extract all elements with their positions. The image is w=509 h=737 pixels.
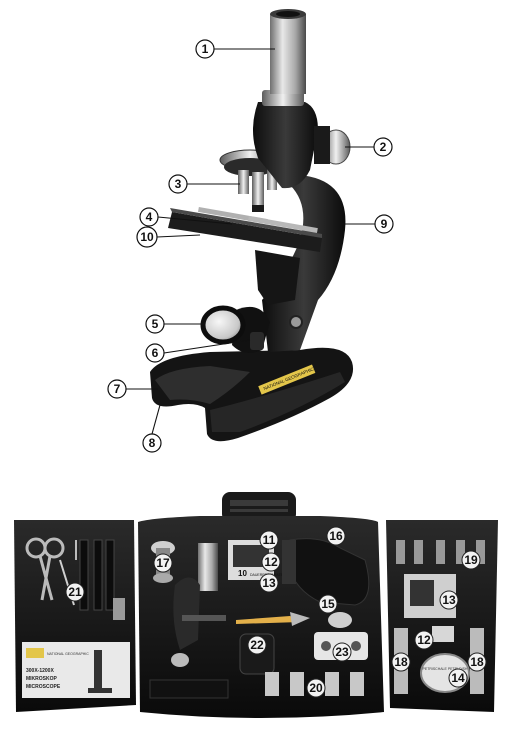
callout-18-right: 18 [470,655,484,669]
box-line2-text: MIKROSKOP [26,676,58,682]
callout-9: 9 [381,217,388,231]
case-callouts: 11 16 17 12 13 21 15 22 23 20 19 13 12 1… [65,526,487,698]
box-line1-text: 300X-1200X [26,668,54,674]
callout-19: 19 [464,553,478,567]
callout-14: 14 [451,671,465,685]
callout-8: 8 [149,436,156,450]
callout-17: 17 [156,556,170,570]
case-illustration: NATIONAL GEOGRAPHIC 300X-1200X MIKROSKOP… [14,492,498,718]
card-number-text: 10 [238,569,247,578]
callout-6: 6 [152,346,159,360]
callout-20: 20 [309,681,323,695]
microscope-callouts: 1 2 3 4 10 9 5 6 7 8 [107,39,394,453]
brand-badge [258,364,316,395]
callout-12-right: 12 [417,633,431,647]
callout-3: 3 [175,177,182,191]
microscope-arm [262,175,346,352]
callout-4: 4 [146,210,153,224]
callout-2: 2 [380,140,387,154]
objective-3 [267,168,277,190]
microscope-illustration: NATIONAL GEOGRAPHIC [150,9,354,442]
callout-22: 22 [250,638,264,652]
callout-16: 16 [329,529,343,543]
petri-dish-text: PETRISCHALE PETRI DISH [423,667,468,671]
mirror [200,305,246,345]
callout-15: 15 [321,597,335,611]
callout-12: 12 [264,555,278,569]
callout-13-right: 13 [442,593,456,607]
box-line3-text: MICROSCOPE [26,684,61,690]
callout-5: 5 [152,317,159,331]
callout-21: 21 [68,585,82,599]
callout-13: 13 [262,576,276,590]
eyepiece-tube [270,14,306,94]
objective-2 [252,172,264,212]
box-brand-text: NATIONAL GEOGRAPHIC [47,652,89,656]
callout-1: 1 [202,42,209,56]
callout-18-left: 18 [394,655,408,669]
callout-10: 10 [140,230,154,244]
objective-1 [238,170,249,194]
callout-11: 11 [263,533,276,547]
callout-23: 23 [335,645,349,659]
case-handle [222,492,296,522]
callout-7: 7 [114,382,121,396]
